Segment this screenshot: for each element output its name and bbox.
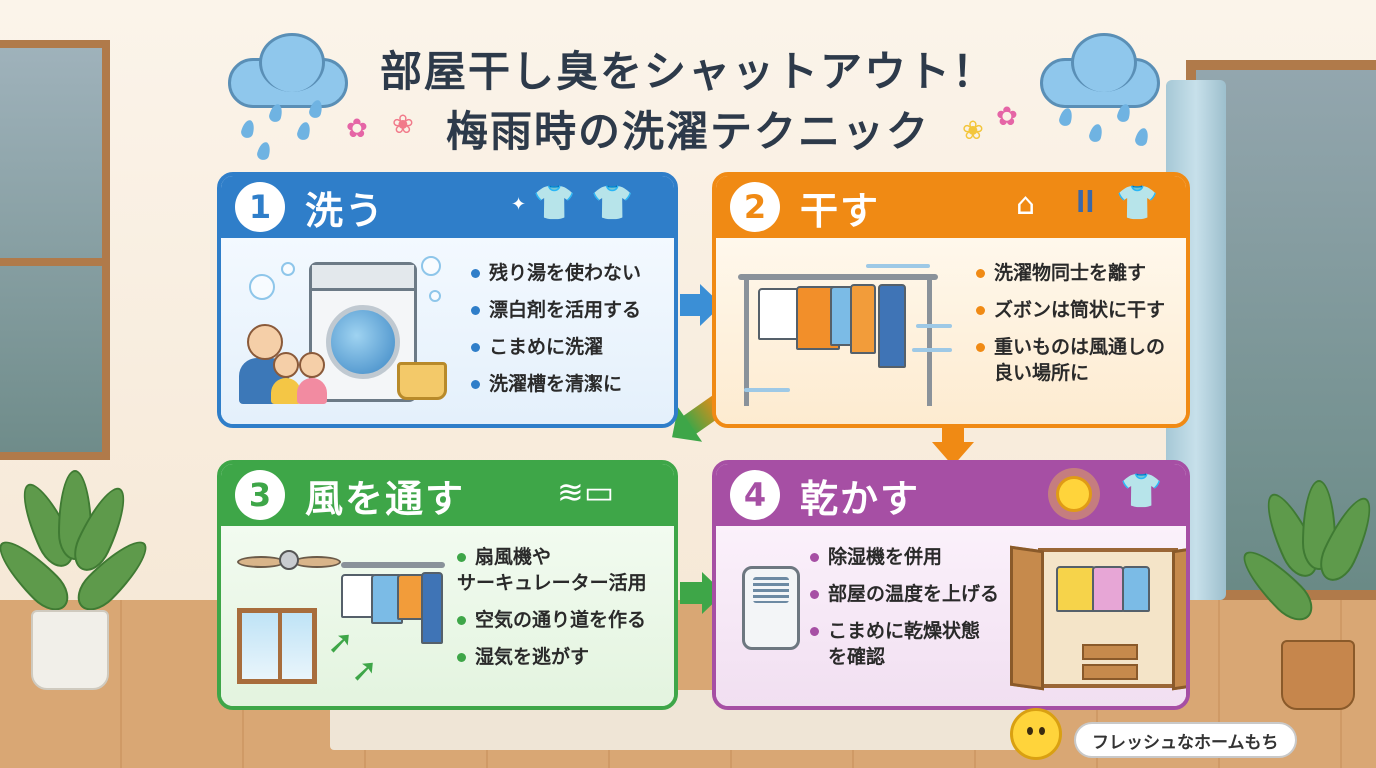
step-heading: 乾かす bbox=[800, 476, 921, 521]
tip-item: 重いものは風通しの 良い場所に bbox=[976, 334, 1165, 386]
page-title-line1: 部屋干し臭をシャットアウト！ bbox=[379, 47, 996, 96]
shirt-icon bbox=[397, 574, 425, 620]
tip-item: ズボンは筒状に干す bbox=[976, 297, 1165, 323]
tip-item: 洗濯物同士を離す bbox=[976, 260, 1165, 286]
tshirt-icon: 👕 bbox=[1116, 183, 1159, 223]
tshirt-icon: 👕 bbox=[533, 183, 576, 223]
arrow-icon: ➚ bbox=[351, 651, 378, 689]
washing-machine-icon bbox=[309, 262, 417, 402]
step-number: 1 bbox=[235, 182, 285, 232]
card-header: 1 洗う ✦ 👕 👕 bbox=[221, 176, 674, 238]
tshirt-icon: 👕 bbox=[1120, 471, 1163, 511]
closet-icon bbox=[1010, 545, 1186, 691]
pants-icon bbox=[421, 572, 443, 644]
tips-list: 除湿機を併用 部屋の温度を上げる こまめに乾燥状態 を確認 bbox=[810, 544, 999, 681]
tip-item: 除湿機を併用 bbox=[810, 544, 999, 570]
potted-plant-left bbox=[0, 470, 157, 690]
window-airflow-icon: ≋▭ bbox=[557, 473, 615, 511]
laundry-basket-icon bbox=[397, 362, 447, 400]
step-heading: 干す bbox=[800, 188, 881, 233]
family-child-head-icon bbox=[273, 352, 299, 378]
step-card-wash: 1 洗う ✦ 👕 👕 残り湯を使わない 漂白剤を活用する こまめに洗濯 洗濯槽を… bbox=[217, 172, 678, 428]
step-number: 3 bbox=[235, 470, 285, 520]
family-child-icon bbox=[271, 378, 301, 404]
drying-rack-icon bbox=[738, 274, 938, 406]
tip-line: を確認 bbox=[828, 646, 886, 668]
wind-icon bbox=[912, 348, 952, 352]
step-number: 4 bbox=[730, 470, 780, 520]
shirt-icon bbox=[1092, 566, 1124, 612]
tip-item: 洗濯槽を清潔に bbox=[471, 371, 641, 397]
tips-list: 残り湯を使わない 漂白剤を活用する こまめに洗濯 洗濯槽を清潔に bbox=[471, 260, 641, 408]
tip-item: こまめに洗濯 bbox=[471, 334, 641, 360]
card-body: ➚ ➚ 扇風機や サーキュレーター活用 空気の通り道を作る 湿気を逃がす bbox=[221, 526, 674, 706]
step-card-dry: 4 乾かす 👕 除湿機を併用 部屋の温度を上げる こまめに乾燥状態 を確認 bbox=[712, 460, 1190, 710]
step-heading: 風を通す bbox=[305, 476, 466, 521]
sun-icon bbox=[1056, 476, 1092, 512]
potted-plant-right bbox=[1233, 480, 1376, 710]
step-heading: 洗う bbox=[305, 188, 386, 233]
tip-item: 扇風機や サーキュレーター活用 bbox=[457, 544, 647, 596]
hanger-icon: ⌂ bbox=[1016, 187, 1036, 222]
wind-icon bbox=[916, 324, 952, 328]
shirt-icon bbox=[1122, 566, 1150, 612]
card-body: 除湿機を併用 部屋の温度を上げる こまめに乾燥状態 を確認 bbox=[716, 526, 1186, 706]
tip-line: 重いものは風通しの bbox=[994, 336, 1166, 358]
step-number: 2 bbox=[730, 182, 780, 232]
tip-item: こまめに乾燥状態 を確認 bbox=[810, 618, 999, 670]
mascot-icon bbox=[1010, 708, 1062, 760]
tip-item: 部屋の温度を上げる bbox=[810, 581, 999, 607]
arrow-icon: ➚ bbox=[327, 623, 354, 661]
drying-rack-icon bbox=[341, 562, 445, 652]
wind-icon bbox=[744, 388, 790, 392]
family-child2-head-icon bbox=[299, 352, 325, 378]
tip-line: 良い場所に bbox=[994, 362, 1090, 384]
tulip-icon: ❀ bbox=[392, 110, 414, 140]
left-window bbox=[0, 40, 110, 460]
tip-item: 空気の通り道を作る bbox=[457, 607, 647, 633]
bubble-icon bbox=[249, 274, 275, 300]
rain-cloud-right-icon bbox=[1040, 33, 1160, 108]
card-header: 3 風を通す ≋▭ bbox=[221, 464, 674, 526]
tulip-icon: ❀ bbox=[962, 116, 984, 146]
card-body: 残り湯を使わない 漂白剤を活用する こまめに洗濯 洗濯槽を清潔に bbox=[221, 238, 674, 424]
step-card-airflow: 3 風を通す ≋▭ ➚ ➚ 扇風機や サーキュレーター活用 空気の通り道を作る … bbox=[217, 460, 678, 710]
window-icon bbox=[237, 608, 317, 684]
flower-icon: ✿ bbox=[346, 114, 368, 144]
page-title-line2: 梅雨時の洗濯テクニック bbox=[445, 107, 930, 156]
rain-cloud-left-icon bbox=[228, 33, 348, 108]
card-header: 2 干す ⌂ 𝐈𝐈 👕 bbox=[716, 176, 1186, 238]
flower-icon: ✿ bbox=[996, 102, 1018, 132]
sparkle-icon: ✦ bbox=[511, 194, 527, 215]
dehumidifier-icon bbox=[742, 566, 800, 650]
tips-list: 扇風機や サーキュレーター活用 空気の通り道を作る 湿気を逃がす bbox=[457, 544, 647, 681]
family-child2-icon bbox=[297, 378, 327, 404]
brand-label: フレッシュなホームもち bbox=[1074, 722, 1297, 758]
card-header: 4 乾かす 👕 bbox=[716, 464, 1186, 526]
tip-line: サーキュレーター活用 bbox=[457, 572, 647, 594]
ceiling-fan-icon bbox=[237, 550, 341, 586]
bubble-icon bbox=[421, 256, 441, 276]
tip-item: 残り湯を使わない bbox=[471, 260, 641, 286]
tip-line: こまめに乾燥状態 bbox=[828, 620, 981, 642]
tip-item: 漂白剤を活用する bbox=[471, 297, 641, 323]
wind-icon bbox=[866, 264, 930, 268]
pants-icon bbox=[850, 284, 876, 354]
card-body: 洗濯物同士を離す ズボンは筒状に干す 重いものは風通しの 良い場所に bbox=[716, 238, 1186, 424]
step-card-hang: 2 干す ⌂ 𝐈𝐈 👕 洗濯物同士を離す ズボンは筒状に干す 重いものは風通しの… bbox=[712, 172, 1190, 428]
tshirt-icon: 👕 bbox=[591, 183, 634, 223]
tips-list: 洗濯物同士を離す ズボンは筒状に干す 重いものは風通しの 良い場所に bbox=[976, 260, 1165, 386]
bubble-icon bbox=[429, 290, 441, 302]
pants-icon bbox=[878, 284, 906, 368]
tip-line: 扇風機や bbox=[475, 546, 552, 568]
bubble-icon bbox=[281, 262, 295, 276]
pants-icon: 𝐈𝐈 bbox=[1076, 185, 1095, 220]
tip-item: 湿気を逃がす bbox=[457, 644, 647, 670]
shirt-icon bbox=[1056, 566, 1096, 612]
